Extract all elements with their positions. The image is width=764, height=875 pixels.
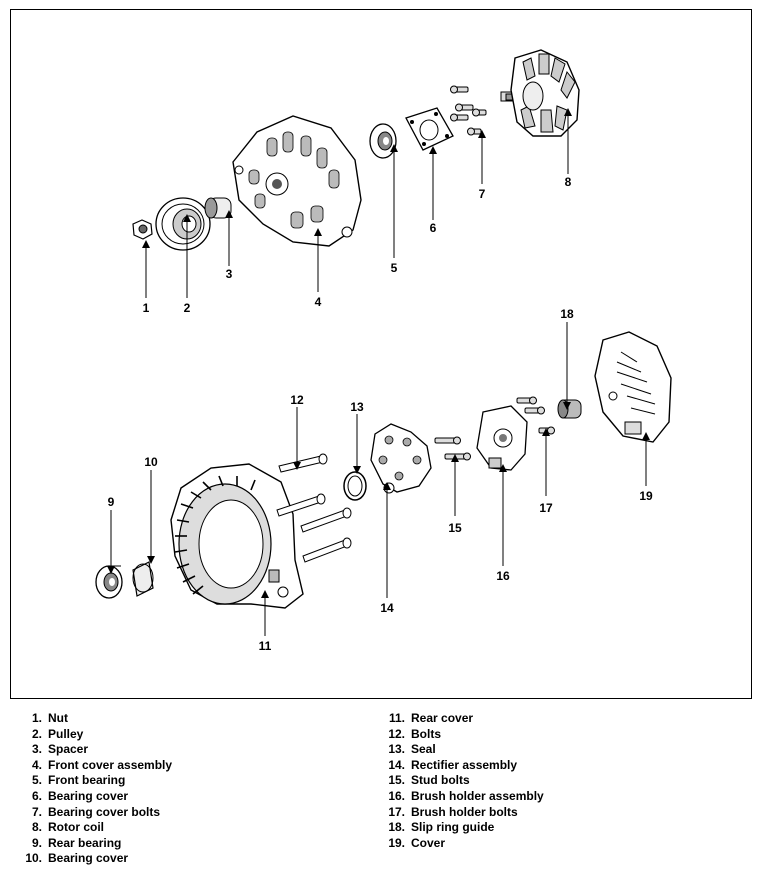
legend-item: 7.Bearing cover bolts [31,804,161,819]
legend-item: 1.Nut [31,711,68,725]
bearing-cover-bolts-part [450,85,487,136]
callout-14: 14 [380,601,394,615]
rotor-coil-part [500,49,580,137]
legend-item: 11.Rear cover [388,711,474,725]
rear-cover-part [170,463,304,609]
callout-3: 3 [226,267,233,281]
callout-17: 17 [539,501,553,515]
callout-19: 19 [639,489,653,503]
legend-item: 18.Slip ring guide [388,820,495,835]
stud-bolts-part [434,436,471,461]
callout-15: 15 [448,521,462,535]
legend-item: 5.Front bearing [31,773,126,788]
callout-6: 6 [430,221,437,235]
pulley-part [155,197,211,251]
seal-part [343,471,367,501]
callout-2: 2 [184,301,191,315]
legend-item: 19.Cover [388,835,446,850]
nut-part [132,219,153,240]
legend-item: 16.Brush holder assembly [388,788,544,803]
callout-18: 18 [560,307,574,321]
legend-item: 4.Front cover assembly [31,757,173,772]
leader-lines [107,108,650,636]
callout-4: 4 [315,295,322,309]
exploded-view-drawing: 1 2 3 4 5 6 7 8 9 10 11 12 13 14 15 16 1… [95,49,672,653]
callout-1: 1 [143,301,150,315]
legend-item: 12.Bolts [388,726,441,741]
callout-11: 11 [259,639,272,653]
callout-8: 8 [565,175,572,189]
legend-item: 8.Rotor coil [31,820,104,835]
legend-item: 13.Seal [388,742,436,757]
rectifier-part [370,423,432,494]
brush-holder-part [476,405,528,471]
exploded-view-figure: 1 2 3 4 5 6 7 8 9 10 11 12 13 14 15 16 1… [10,9,752,699]
bolts-part [276,453,352,563]
slip-ring-guide-part [557,399,582,419]
legend-item: 10.Bearing cover [25,851,129,866]
callout-9: 9 [108,495,115,509]
legend-item: 17.Brush holder bolts [388,804,518,819]
front-bearing-part [369,123,397,159]
front-cover-part [232,115,362,247]
callout-16: 16 [496,569,510,583]
callout-10: 10 [144,455,158,469]
callout-13: 13 [350,400,364,414]
legend-item: 9.Rear bearing [31,835,122,850]
legend-item: 2.Pulley [31,726,84,741]
cover-part [594,331,672,443]
parts-legend-left: 1.Nut 2.Pulley 3.Spacer 4.Front cover as… [22,711,172,867]
rear-bearing-part [95,565,123,599]
legend-item: 6.Bearing cover [31,788,129,803]
callout-7: 7 [479,187,486,201]
parts-legend-right: 11.Rear cover 12.Bolts 13.Seal 14.Rectif… [385,711,544,851]
callout-5: 5 [391,261,398,275]
spacer-part [204,197,232,219]
legend-item: 15.Stud bolts [388,773,470,788]
callout-12: 12 [290,393,304,407]
legend-item: 14.Rectifier assembly [388,757,518,772]
brush-holder-bolts-part [516,396,555,435]
bearing-cover-part [405,107,454,151]
legend-item: 3.Spacer [31,742,89,757]
rear-bearing-cover-part [132,561,154,597]
